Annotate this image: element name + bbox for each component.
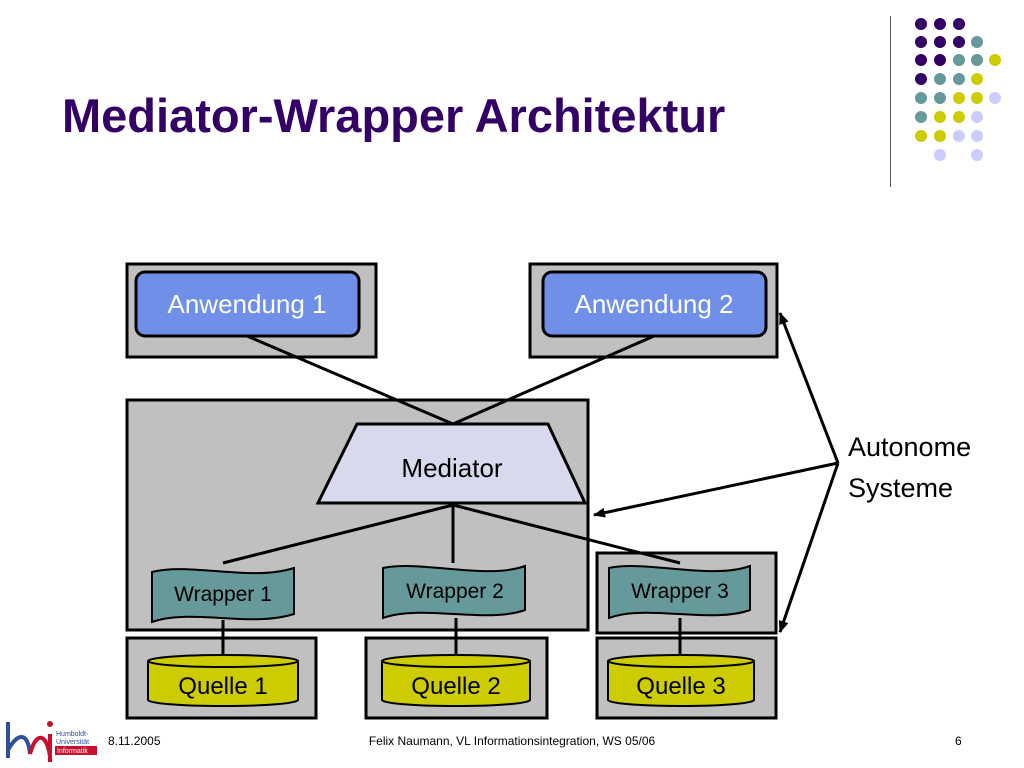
dot-row-1	[915, 18, 965, 30]
annotation-line-2: Systeme	[848, 473, 953, 503]
wrapper-3-shape	[608, 564, 751, 620]
connector-app1-mediator	[246, 334, 454, 426]
connector-app2-mediator	[452, 334, 655, 426]
wrapper-1-label: Wrapper 1	[174, 583, 272, 606]
logo-text-line-2: Universität	[56, 739, 89, 746]
wrapper-3-label: Wrapper 3	[631, 580, 729, 603]
footer-text: Felix Naumann, VL Informationsintegratio…	[368, 734, 656, 748]
dot-row-8	[934, 149, 983, 161]
slide-title: Mediator-Wrapper Architektur	[62, 89, 726, 142]
university-logo: Humboldt- Universität Informatik	[6, 721, 97, 762]
wrapper-2-shape	[382, 564, 526, 620]
application-2-label: Anwendung 2	[574, 289, 733, 319]
dot-row-5	[915, 92, 1001, 104]
arrow-to-mediator-container	[593, 461, 839, 518]
source-2-label: Quelle 2	[411, 673, 500, 700]
dot-row-7	[915, 130, 983, 142]
title-divider-line	[890, 16, 891, 187]
dot-row-3	[915, 54, 1001, 66]
page-number: 6	[955, 734, 962, 748]
application-1-label: Anwendung 1	[167, 289, 326, 319]
dot-row-6	[915, 111, 983, 123]
dot-row-4	[915, 73, 983, 85]
footer-date: 8.11.2005	[108, 734, 161, 748]
logo-text-line-1: Humboldt-	[56, 731, 89, 738]
source-2-cylinder	[381, 654, 531, 707]
wrapper-2-label: Wrapper 2	[406, 580, 504, 603]
mediator-shape	[315, 422, 588, 505]
wrapper-1-shape	[151, 566, 295, 624]
decorative-dot-grid	[915, 18, 1001, 161]
source-3-label: Quelle 3	[636, 673, 725, 700]
source-1-label: Quelle 1	[178, 673, 267, 700]
mediator-label: Mediator	[401, 453, 502, 483]
connector-mediator-wrapper-3	[452, 503, 681, 565]
logo-text-line-3: Informatik	[57, 748, 88, 755]
source-3-cylinder	[607, 654, 755, 707]
arrow-to-application-2	[778, 312, 840, 464]
source-1-cylinder	[147, 654, 299, 707]
application-2-box	[541, 270, 768, 338]
connector-mediator-wrapper-1	[222, 503, 454, 565]
annotation-line-1: Autonome	[848, 432, 971, 462]
arrow-to-wrapper-3-container	[778, 462, 840, 633]
dot-row-2	[915, 36, 983, 48]
